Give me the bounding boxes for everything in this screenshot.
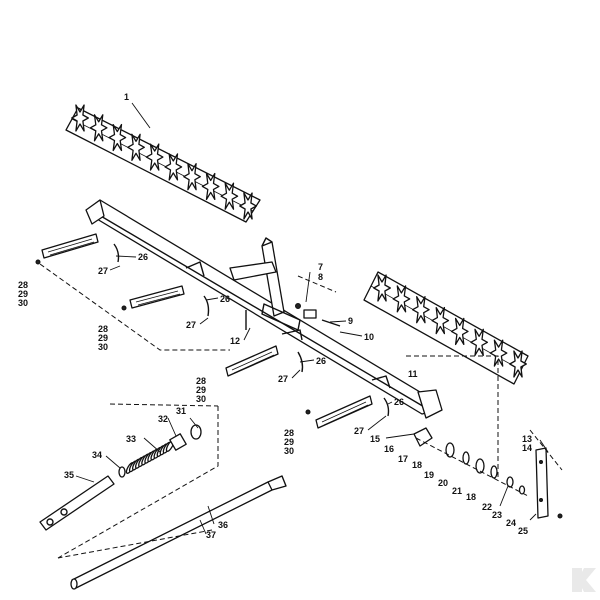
callout-29: 29 [196, 385, 206, 395]
callout-7: 7 [318, 262, 323, 272]
scraper-arm-b [121, 285, 210, 317]
right-spiked-roller [363, 271, 529, 385]
callout-24: 24 [506, 518, 516, 528]
callout-35: 35 [64, 470, 74, 480]
callout-12: 12 [230, 336, 240, 346]
scraper-arm-a [35, 233, 120, 265]
callout-27: 27 [186, 320, 196, 330]
callout-28: 28 [18, 280, 28, 290]
callout-11: 11 [408, 369, 418, 379]
long-rod [70, 475, 287, 590]
callout-28: 28 [98, 324, 108, 334]
callout-30: 30 [196, 394, 206, 404]
callout-18: 18 [466, 492, 476, 502]
k-logo-icon [572, 568, 596, 592]
callout-28: 28 [284, 428, 294, 438]
upper-spiked-roller [65, 104, 261, 223]
callout-25: 25 [518, 526, 528, 536]
scraper-arm-c [225, 345, 304, 377]
spring-rod-assembly [39, 424, 202, 531]
callout-30: 30 [98, 342, 108, 352]
bearing-stack [413, 427, 563, 519]
callout-32: 32 [158, 414, 168, 424]
callout-16: 16 [384, 444, 394, 454]
callout-17: 17 [398, 454, 408, 464]
callout-26: 26 [316, 356, 326, 366]
callout-34: 34 [92, 450, 102, 460]
callout-37: 37 [206, 530, 216, 540]
callout-26: 26 [138, 252, 148, 262]
end-plate [535, 447, 549, 519]
callout-8: 8 [318, 272, 323, 282]
callout-23: 23 [492, 510, 502, 520]
main-frame-bar [85, 199, 443, 419]
callout-29: 29 [284, 437, 294, 447]
callout-22: 22 [482, 502, 492, 512]
callout-31: 31 [176, 406, 186, 416]
callout-14: 14 [522, 443, 532, 453]
callout-21: 21 [452, 486, 462, 496]
callout-28: 28 [196, 376, 206, 386]
alignment-lines [39, 263, 563, 559]
callout-30: 30 [284, 446, 294, 456]
callout-15: 15 [370, 434, 380, 444]
callout-19: 19 [424, 470, 434, 480]
callout-26: 26 [394, 397, 404, 407]
callout-18: 18 [412, 460, 422, 470]
callout-10: 10 [364, 332, 374, 342]
callout-13: 13 [522, 434, 532, 444]
callout-36: 36 [218, 520, 228, 530]
callout-29: 29 [98, 333, 108, 343]
callout-26: 26 [220, 294, 230, 304]
callout-1: 1 [124, 92, 129, 102]
scraper-arm-d [305, 395, 390, 429]
leader-lines [75, 102, 549, 535]
callout-27: 27 [354, 426, 364, 436]
callout-29: 29 [18, 289, 28, 299]
callout-27: 27 [278, 374, 288, 384]
callout-30: 30 [18, 298, 28, 308]
callout-20: 20 [438, 478, 448, 488]
callout-33: 33 [126, 434, 136, 444]
pin-assembly [295, 303, 341, 327]
callout-27: 27 [98, 266, 108, 276]
callout-labels: 1 26 27 28 29 30 7 8 9 10 12 26 27 28 29… [18, 92, 532, 540]
callout-9: 9 [348, 316, 353, 326]
